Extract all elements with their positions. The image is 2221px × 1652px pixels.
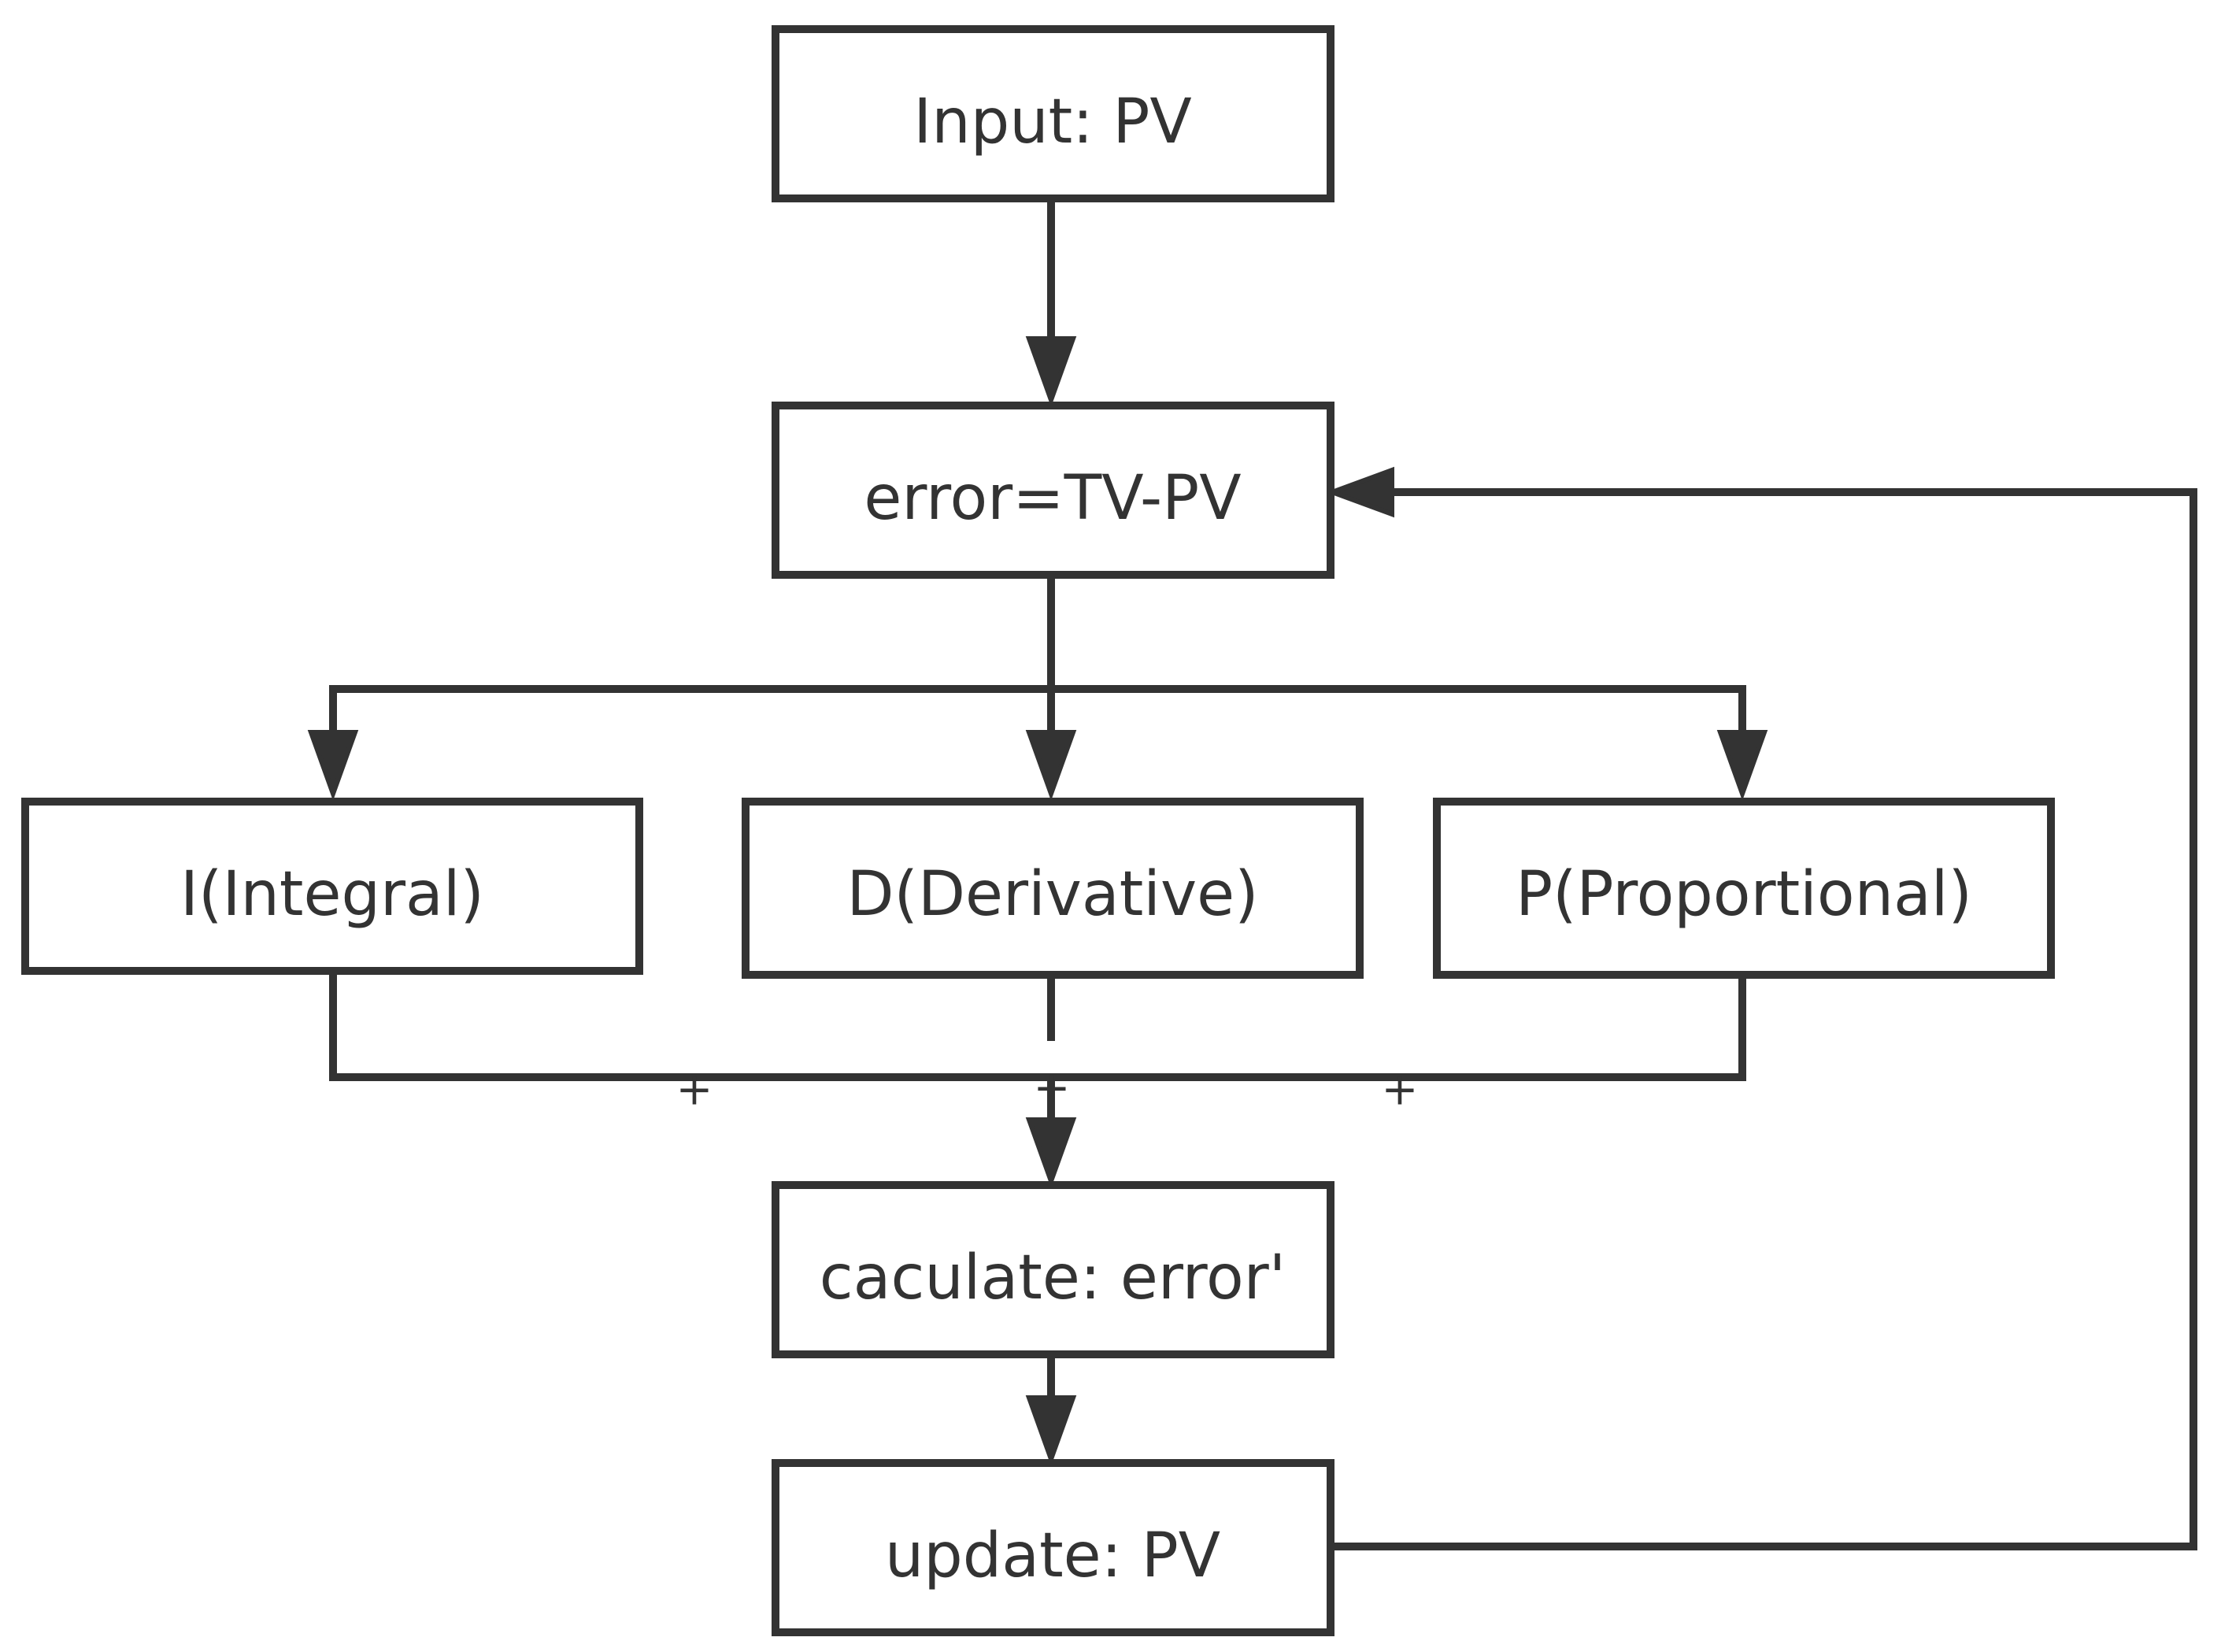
node-input-box	[772, 25, 1334, 202]
node-error: error=TV-PV	[772, 402, 1334, 579]
arrow-to-integral	[307, 730, 359, 801]
node-derivative-box	[742, 798, 1364, 979]
node-proportional-box	[1433, 798, 2055, 979]
edge-feedback-loop	[1331, 488, 2197, 1550]
node-input-label: Input: PV	[913, 87, 1191, 157]
node-integral-box	[21, 798, 643, 975]
node-calculate-box	[772, 1181, 1334, 1358]
node-update-box	[772, 1459, 1334, 1636]
node-integral: I(Integral)	[21, 798, 643, 975]
node-error-box	[772, 402, 1334, 579]
node-error-label: error=TV-PV	[864, 463, 1241, 534]
plus-sign-integral: +	[676, 1065, 713, 1116]
node-input: Input: PV	[772, 25, 1334, 202]
arrow-to-derivative	[1025, 730, 1077, 801]
connectors	[307, 202, 2197, 1550]
plus-sign-proportional: +	[1382, 1065, 1419, 1116]
node-update-label: update: PV	[885, 1521, 1220, 1591]
node-derivative: D(Derivative)	[742, 798, 1364, 979]
node-calculate-label: caculate: error'	[820, 1243, 1286, 1313]
node-proportional: P(Proportional)	[1433, 798, 2055, 979]
node-update: update: PV	[772, 1459, 1334, 1636]
node-integral-label: I(Integral)	[180, 859, 484, 930]
edge-integral-out	[329, 974, 1051, 1081]
node-derivative-label: D(Derivative)	[846, 859, 1258, 930]
edge-split-bus	[329, 685, 1746, 734]
arrow-to-update	[1025, 1395, 1077, 1466]
edge-proportional-out	[1051, 978, 1746, 1081]
arrow-feedback-to-error	[1325, 466, 1394, 518]
arrow-to-calculate	[1025, 1117, 1077, 1188]
node-proportional-label: P(Proportional)	[1516, 859, 1972, 930]
arrow-input-to-error	[1025, 336, 1077, 407]
arrow-to-proportional	[1716, 730, 1768, 801]
plus-sign-derivative: +	[1034, 1063, 1071, 1114]
summation-signs: + + +	[676, 1063, 1419, 1116]
node-calculate: caculate: error'	[772, 1181, 1334, 1358]
